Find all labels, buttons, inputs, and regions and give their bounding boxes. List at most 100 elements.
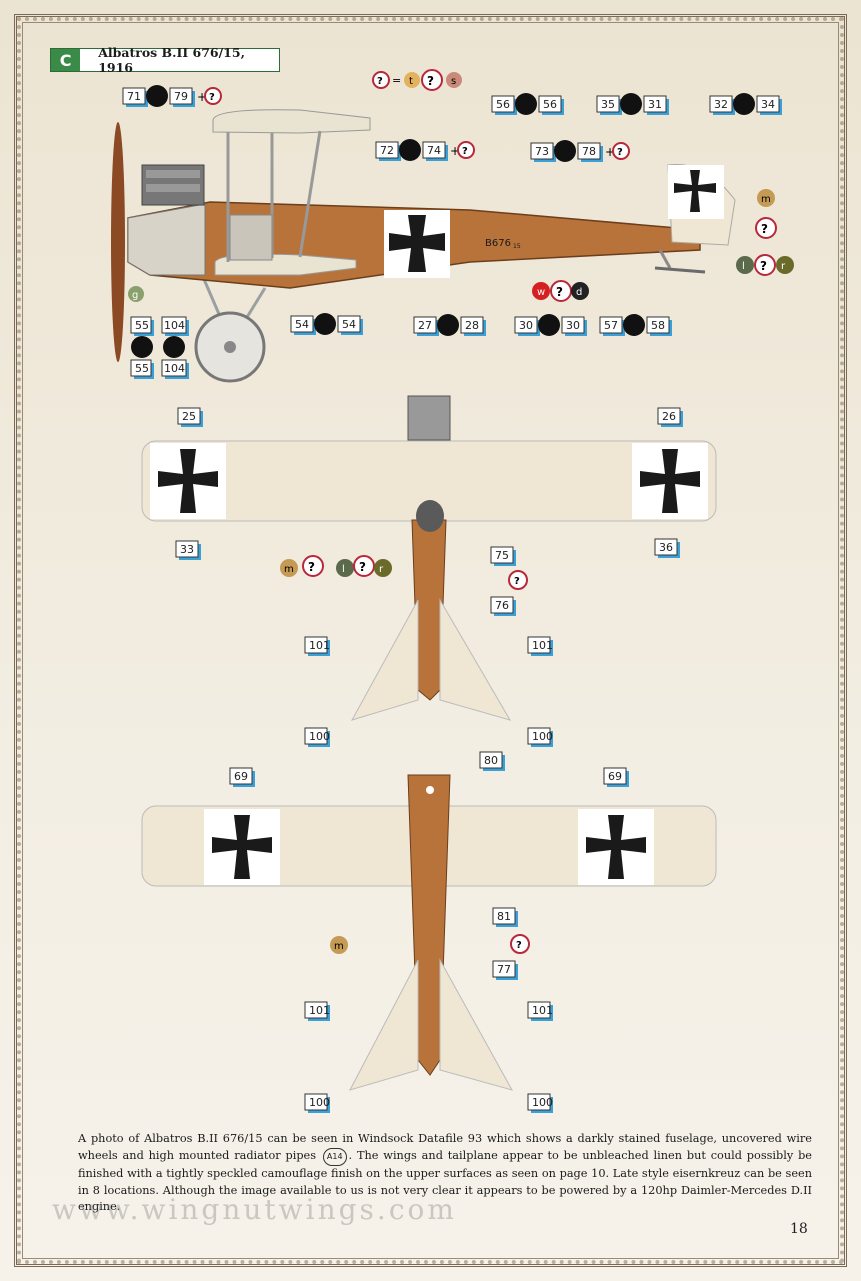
callout-number: 101 [304, 1001, 330, 1021]
svg-text:55: 55 [135, 319, 149, 332]
svg-text:79: 79 [174, 90, 188, 103]
svg-text:m: m [284, 564, 294, 575]
callout-number: 57 [599, 316, 625, 336]
svg-text:81: 81 [497, 910, 511, 923]
callout-number: 54 [337, 315, 363, 335]
svg-text:?: ? [462, 146, 468, 157]
svg-text:?: ? [761, 222, 768, 236]
tailplane-top [350, 598, 512, 721]
callout-number: 101 [527, 636, 553, 656]
svg-text:30: 30 [566, 319, 580, 332]
svg-text:?: ? [308, 560, 315, 574]
svg-text:l: l [342, 564, 345, 575]
svg-text:78: 78 [582, 145, 596, 158]
svg-text:56: 56 [543, 98, 557, 111]
svg-text:+: + [197, 90, 207, 104]
svg-text:71: 71 [127, 90, 141, 103]
swatch-icon [515, 93, 537, 115]
svg-text:27: 27 [418, 319, 432, 332]
callout-number: 78 [577, 142, 603, 162]
svg-text:+: + [605, 145, 615, 159]
callout-number: 76 [490, 596, 516, 616]
fuselage-cross [389, 215, 445, 272]
svg-text:?: ? [760, 259, 767, 273]
svg-text:74: 74 [427, 144, 441, 157]
page-number: 18 [790, 1221, 808, 1237]
svg-text:56: 56 [496, 98, 510, 111]
caption-text: A photo of Albatros B.II 676/15 can be s… [78, 1131, 812, 1216]
callout-number: 101 [304, 636, 330, 656]
svg-text:30: 30 [519, 319, 533, 332]
callout-number: 74 [422, 141, 448, 161]
profile-title: Albatros B.II 676/15, 1916 [98, 45, 245, 75]
svg-text:31: 31 [648, 98, 662, 111]
svg-text:104: 104 [164, 362, 185, 375]
svg-text:28: 28 [465, 319, 479, 332]
svg-text:l: l [742, 261, 745, 272]
callout-number: 56 [491, 95, 517, 115]
callout-number: 100 [527, 727, 553, 747]
svg-text:s: s [451, 76, 456, 87]
callout-number: 34 [756, 95, 782, 115]
color-drops-plan: m ? l ? r ? m ? [280, 555, 530, 954]
callout-number: 100 [304, 1093, 330, 1113]
svg-text:55: 55 [135, 362, 149, 375]
callout-number: 26 [657, 407, 683, 427]
svg-text:75: 75 [495, 549, 509, 562]
svg-text:58: 58 [651, 319, 665, 332]
upper-wing-side [212, 109, 371, 134]
callout-number: 32 [709, 95, 735, 115]
svg-text:r: r [379, 564, 384, 575]
callout-number: 31 [643, 95, 669, 115]
swatch-icon [146, 85, 168, 107]
profile-title-box: C Albatros B.II 676/15, 1916 [50, 45, 280, 75]
svg-text:104: 104 [164, 319, 185, 332]
callout-number: 79 [169, 87, 195, 107]
svg-text:35: 35 [601, 98, 615, 111]
page-border-inner [22, 22, 839, 1259]
svg-text:101: 101 [532, 1004, 553, 1017]
swatch-icon [623, 314, 645, 336]
callout-number: 27 [413, 316, 439, 336]
svg-text:25: 25 [182, 410, 196, 423]
svg-text:w: w [537, 287, 545, 298]
svg-text:100: 100 [309, 1096, 330, 1109]
svg-text:101: 101 [309, 1004, 330, 1017]
svg-text:m: m [761, 194, 771, 205]
svg-text:101: 101 [309, 639, 330, 652]
color-legend-top: ? = t ? s [372, 69, 462, 91]
svg-text:+: + [450, 144, 460, 158]
page-border-outer [14, 14, 847, 1267]
svg-text:t: t [409, 76, 413, 87]
svg-text:69: 69 [234, 770, 248, 783]
serial-number: B676 [485, 238, 511, 249]
page-border-pattern [17, 17, 844, 1264]
callout-number: 73 [530, 142, 556, 162]
swatch-icon [554, 140, 576, 162]
callout-number: 72 [375, 141, 401, 161]
callout-number: 25 [177, 407, 203, 427]
callout-number: 81 [492, 907, 518, 927]
swatch-icon [437, 314, 459, 336]
svg-text:69: 69 [608, 770, 622, 783]
site-watermark: www.wingnutwings.com [52, 1193, 457, 1226]
svg-text:26: 26 [662, 410, 676, 423]
callout-number: 33 [175, 540, 201, 560]
callout-number: 71 [122, 87, 148, 107]
svg-text:?: ? [377, 76, 383, 87]
svg-text:77: 77 [497, 963, 511, 976]
side-profile: B676 15 [111, 109, 736, 383]
bottom-view [141, 774, 717, 1091]
svg-text:101: 101 [532, 639, 553, 652]
svg-text:72: 72 [380, 144, 394, 157]
callout-number: 77 [492, 960, 518, 980]
swatch-icon [314, 313, 336, 335]
propeller [111, 122, 125, 362]
svg-text:?: ? [209, 92, 215, 103]
svg-text:76: 76 [495, 599, 509, 612]
svg-text:=: = [392, 74, 401, 87]
callout-number: 56 [538, 95, 564, 115]
svg-text:34: 34 [761, 98, 775, 111]
callout-number: 100 [527, 1093, 553, 1113]
swatch-icon [620, 93, 642, 115]
